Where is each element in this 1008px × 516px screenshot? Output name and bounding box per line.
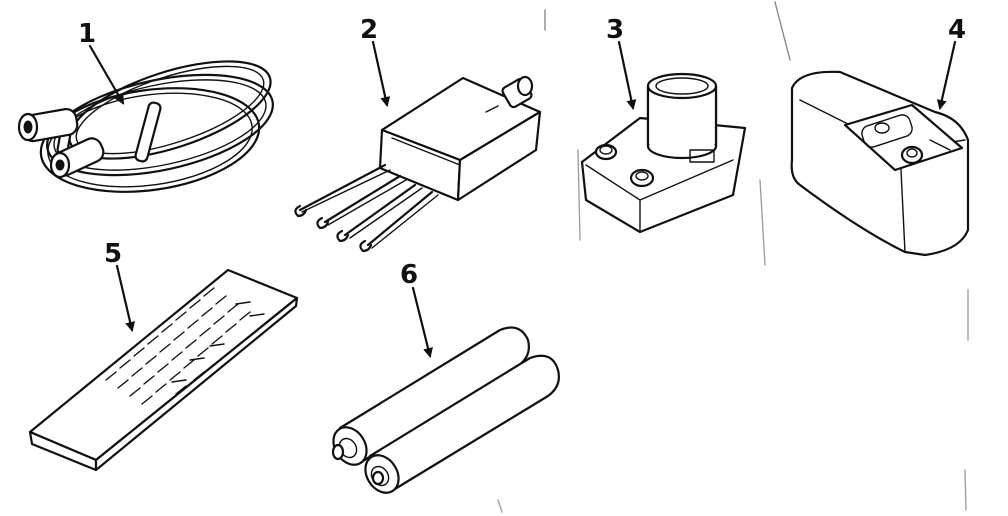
part-3-number: 3 (606, 15, 624, 45)
part-5-arrow (115, 264, 136, 332)
part-2-number: 2 (360, 15, 378, 45)
part-4-number: 4 (948, 15, 966, 45)
remote-control-icon (28, 268, 299, 472)
part-5: 5 (28, 239, 299, 472)
coiled-cable-icon (17, 60, 274, 193)
part-2: 2 (294, 15, 542, 253)
coaxial-adapter-icon (580, 72, 747, 234)
batteries-icon (331, 326, 560, 494)
part-5-number: 5 (104, 239, 122, 269)
part-3: 3 (580, 15, 747, 234)
part-6: 6 (331, 260, 560, 494)
scan-artifacts (497, 1, 969, 513)
part-4-arrow (936, 40, 957, 110)
part-3-arrow (617, 40, 637, 110)
part-1: 1 (17, 19, 274, 193)
part-6-arrow (411, 286, 433, 358)
part-2-arrow (371, 40, 391, 107)
part-1-number: 1 (78, 19, 96, 49)
part-4: 4 (790, 15, 970, 257)
matching-transformer-icon (294, 75, 542, 253)
cover-icon (790, 70, 970, 257)
part-6-number: 6 (400, 260, 418, 290)
part-1-arrow (88, 44, 125, 105)
